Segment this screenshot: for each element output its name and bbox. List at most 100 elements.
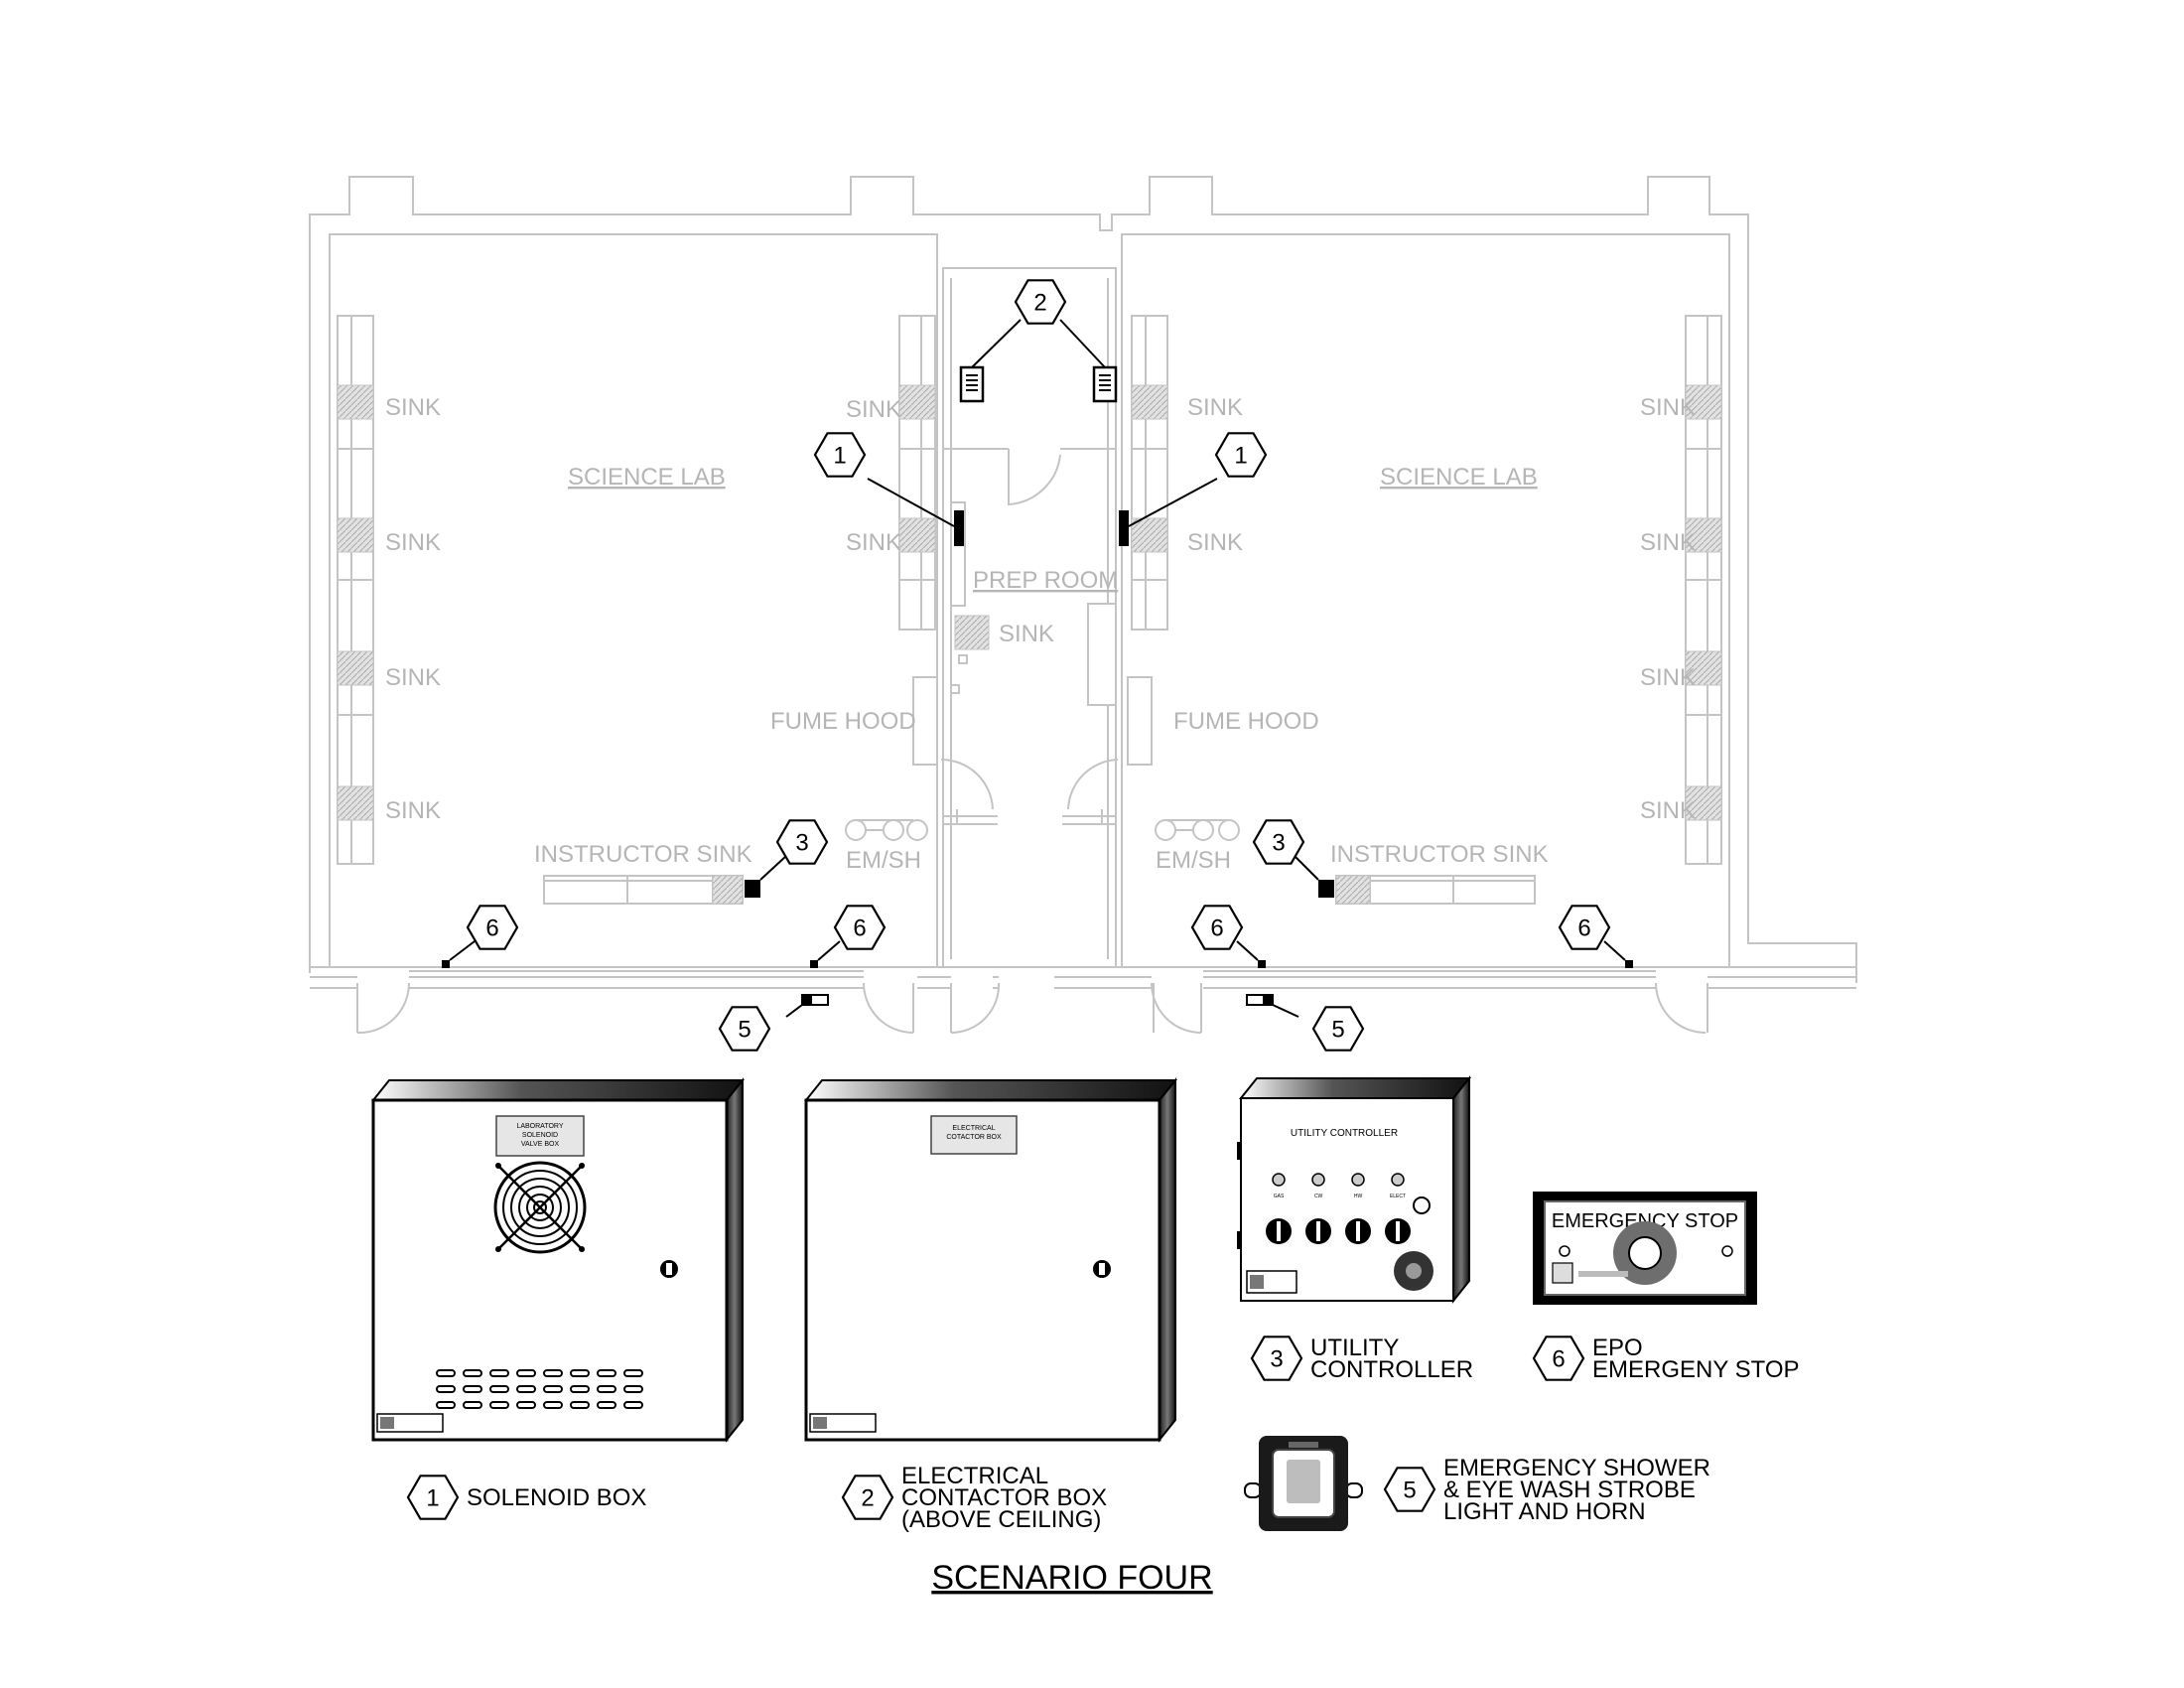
legend-tag-1: 1 bbox=[406, 1475, 460, 1520]
tag-number: 3 bbox=[795, 830, 808, 857]
sink-label: SINK bbox=[1640, 394, 1696, 421]
legend-text: SOLENOID BOX bbox=[467, 1484, 646, 1511]
em-sh-label: EM/SH bbox=[846, 847, 921, 874]
plan-tag-1: 1 bbox=[813, 432, 867, 478]
legend-text: & EYE WASH STROBE bbox=[1443, 1477, 1696, 1503]
legend-text: EPO bbox=[1592, 1335, 1643, 1361]
tag-number: 6 bbox=[1210, 915, 1223, 942]
legend-text: EMERGENCY SHOWER bbox=[1443, 1455, 1710, 1481]
tag-number: 6 bbox=[853, 915, 866, 942]
contactor-box-illustration: ELECTRICAL COTACTOR BOX bbox=[803, 1077, 1178, 1443]
plan-tag-6: 6 bbox=[1190, 905, 1244, 950]
room-label-prep: PREP ROOM bbox=[973, 567, 1118, 594]
plan-tag-6: 6 bbox=[833, 905, 887, 950]
tag-number: 6 bbox=[485, 915, 498, 942]
tag-number: 5 bbox=[1331, 1017, 1344, 1044]
sink-label: SINK bbox=[846, 396, 901, 423]
sink-label: SINK bbox=[1640, 797, 1696, 824]
indicator-label-gas: GAS bbox=[1274, 1194, 1285, 1199]
legend-text: EMERGENY STOP bbox=[1592, 1356, 1800, 1383]
tag-number: 5 bbox=[1403, 1477, 1416, 1504]
plan-tag-3: 3 bbox=[775, 819, 829, 865]
room-label-left-lab: SCIENCE LAB bbox=[568, 464, 726, 491]
emergency-stop-illustration: EMERGENCY STOP bbox=[1533, 1192, 1757, 1305]
fan-grille-icon bbox=[492, 1160, 588, 1254]
tag-number: 3 bbox=[1272, 830, 1285, 857]
device-markers bbox=[442, 319, 1633, 1018]
fume-hood-label: FUME HOOD bbox=[1173, 708, 1319, 735]
contactor-plate-line: ELECTRICAL bbox=[952, 1125, 995, 1132]
sink-label: SINK bbox=[1640, 664, 1696, 691]
scenario-title: SCENARIO FOUR bbox=[931, 1559, 1212, 1597]
legend-text: CONTACTOR BOX bbox=[901, 1484, 1107, 1511]
solenoid-plate-line: LABORATORY bbox=[516, 1123, 563, 1130]
plan-tag-2: 2 bbox=[1014, 279, 1067, 325]
sink-label: SINK bbox=[385, 797, 441, 824]
room-label-right-lab: SCIENCE LAB bbox=[1380, 464, 1538, 491]
solenoid-plate-line: VALVE BOX bbox=[521, 1141, 560, 1148]
sink-label: SINK bbox=[385, 394, 441, 421]
indicator-label-elect: ELECT bbox=[1390, 1194, 1406, 1199]
legend-tag-5: 5 bbox=[1383, 1467, 1436, 1512]
plan-labels: SCIENCE LAB SCIENCE LAB PREP ROOM SINK S… bbox=[385, 394, 1696, 874]
sink-label: SINK bbox=[385, 664, 441, 691]
contactor-plate-line: COTACTOR BOX bbox=[946, 1134, 1002, 1141]
plan-tags: 2 1 1 3 3 6 6 6 6 5 5 bbox=[466, 279, 1611, 1052]
key-switch-icon bbox=[1413, 1196, 1431, 1214]
sink-label: SINK bbox=[999, 621, 1054, 647]
instructor-sink-label: INSTRUCTOR SINK bbox=[534, 841, 752, 868]
strobe-horn-illustration bbox=[1244, 1436, 1363, 1531]
sink-label: SINK bbox=[1640, 529, 1696, 556]
legend-tag-2: 2 bbox=[841, 1475, 894, 1520]
utility-controller-title: UTILITY CONTROLLER bbox=[1291, 1128, 1398, 1139]
utility-controller-illustration: UTILITY CONTROLLER GAS CW HW ELECT bbox=[1237, 1075, 1472, 1304]
indicator-label-hw: HW bbox=[1354, 1194, 1363, 1199]
sink-label: SINK bbox=[846, 529, 901, 556]
plan-tag-5: 5 bbox=[1311, 1006, 1365, 1052]
fume-hood-label: FUME HOOD bbox=[770, 708, 916, 735]
legend-text: UTILITY bbox=[1310, 1335, 1399, 1361]
contactor-box-nameplate bbox=[930, 1115, 1018, 1155]
tag-number: 5 bbox=[738, 1017, 751, 1044]
sink-label: SINK bbox=[1187, 394, 1243, 421]
tag-number: 1 bbox=[1234, 443, 1247, 470]
indicator-lights: GAS CW HW ELECT bbox=[1272, 1173, 1406, 1199]
legend-text: (ABOVE CEILING) bbox=[901, 1506, 1101, 1533]
epo-symbol bbox=[1258, 960, 1266, 968]
solenoid-box-symbol bbox=[954, 510, 964, 546]
plan-tag-6: 6 bbox=[1558, 905, 1611, 950]
plan-tag-5: 5 bbox=[718, 1006, 771, 1052]
solenoid-box-illustration: LABORATORY SOLENOID VALVE BOX bbox=[370, 1077, 746, 1443]
sink-label: SINK bbox=[385, 529, 441, 556]
tag-number: 6 bbox=[1552, 1346, 1565, 1373]
selector-knobs bbox=[1266, 1218, 1411, 1244]
utility-controller-symbol bbox=[1318, 880, 1334, 898]
utility-controller-symbol bbox=[745, 880, 760, 898]
legend-text: LIGHT AND HORN bbox=[1443, 1498, 1646, 1525]
legend-text: ELECTRICAL bbox=[901, 1463, 1048, 1489]
tag-number: 6 bbox=[1577, 915, 1590, 942]
plan-tag-3: 3 bbox=[1252, 819, 1305, 865]
sink-label: SINK bbox=[1187, 529, 1243, 556]
plan-walls bbox=[309, 176, 1857, 1035]
legend-tag-3: 3 bbox=[1250, 1336, 1303, 1381]
lab-benches bbox=[337, 315, 1722, 905]
legend-text: CONTROLLER bbox=[1310, 1356, 1473, 1383]
tag-number: 2 bbox=[861, 1485, 874, 1512]
indicator-label-cw: CW bbox=[1314, 1194, 1323, 1199]
epo-symbol bbox=[1625, 960, 1633, 968]
instructor-sink-label: INSTRUCTOR SINK bbox=[1330, 841, 1549, 868]
epo-symbol bbox=[442, 960, 450, 968]
solenoid-box-nameplate bbox=[495, 1115, 585, 1157]
em-sh-label: EM/SH bbox=[1156, 847, 1231, 874]
epo-symbol bbox=[810, 960, 818, 968]
legend-tag-6: 6 bbox=[1532, 1336, 1585, 1381]
tag-number: 2 bbox=[1033, 290, 1046, 317]
tag-number: 3 bbox=[1270, 1346, 1283, 1373]
tag-number: 1 bbox=[426, 1485, 439, 1512]
plan-tag-1: 1 bbox=[1214, 432, 1268, 478]
tag-number: 1 bbox=[833, 443, 846, 470]
plan-tag-6: 6 bbox=[466, 905, 519, 950]
